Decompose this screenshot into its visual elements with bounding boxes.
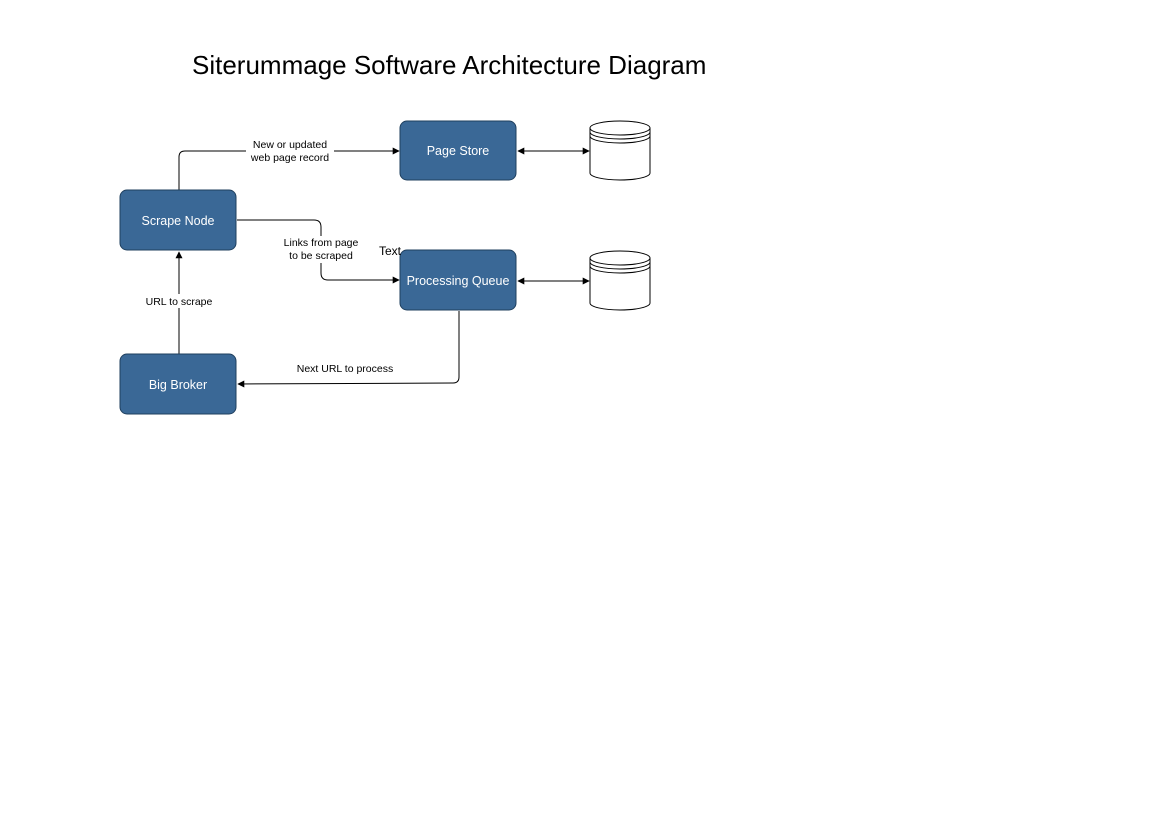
- node-label-page-store: Page Store: [427, 144, 490, 158]
- edge-label-url-to-scrape: URL to scrape: [146, 296, 213, 308]
- node-label-big-broker: Big Broker: [149, 378, 207, 392]
- node-big-broker[interactable]: Big Broker: [119, 353, 237, 415]
- database-queue-icon[interactable]: [589, 250, 651, 311]
- edge-label-links-1: Links from page: [284, 237, 359, 249]
- edge-label-bg: [279, 236, 363, 263]
- edge-label-bg: [142, 294, 216, 308]
- edge-scrape-to-pagestore: [178, 147, 400, 190]
- database-page-store-icon[interactable]: [589, 120, 651, 181]
- node-label-processing-queue: Processing Queue: [407, 274, 510, 288]
- edge-label-links-2: to be scraped: [289, 250, 353, 262]
- edge-label-bg: [246, 138, 334, 165]
- node-page-store[interactable]: Page Store: [399, 120, 517, 181]
- edge-queue-to-broker: [237, 311, 460, 388]
- node-processing-queue[interactable]: Processing Queue: [399, 249, 517, 311]
- node-label-scrape-node: Scrape Node: [142, 214, 215, 228]
- node-scrape-node[interactable]: Scrape Node: [119, 189, 237, 251]
- diagram-title: Siterummage Software Architecture Diagra…: [192, 50, 706, 80]
- free-text-label[interactable]: Text: [379, 244, 402, 258]
- edge-label-new-or-updated-1: New or updated: [253, 139, 327, 151]
- edge-label-new-or-updated-2: web page record: [250, 152, 329, 164]
- edge-label-next-url: Next URL to process: [297, 363, 393, 375]
